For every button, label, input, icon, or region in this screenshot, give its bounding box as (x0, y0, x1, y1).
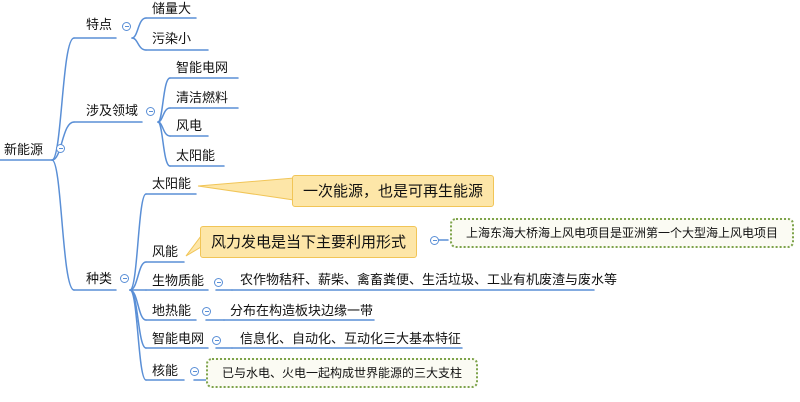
collapse-toggle-wind-callout[interactable] (430, 236, 439, 245)
type-geothermal-label[interactable]: 地热能 (152, 304, 192, 319)
collapse-toggle-biomass[interactable] (214, 278, 223, 287)
branch-types-label[interactable]: 种类 (86, 272, 113, 287)
collapse-toggle-geothermal[interactable] (202, 307, 211, 316)
note-wind-project[interactable]: 上海东海大桥海上风电项目是亚洲第一个大型海上风电项目 (450, 218, 795, 248)
field-item-1[interactable]: 智能电网 (176, 61, 229, 76)
field-item-2[interactable]: 清洁燃料 (176, 91, 229, 106)
callout-wind[interactable]: 风力发电是当下主要利用形式 (200, 226, 418, 258)
collapse-toggle-fields[interactable] (146, 107, 155, 116)
branch-features-label[interactable]: 特点 (86, 18, 113, 33)
collapse-toggle-root[interactable] (56, 144, 65, 153)
branch-fields-label[interactable]: 涉及领域 (86, 104, 139, 119)
root-node-label[interactable]: 新能源 (4, 143, 44, 158)
type-wind-label[interactable]: 风能 (152, 245, 179, 260)
type-solar-label[interactable]: 太阳能 (152, 177, 192, 192)
field-item-3[interactable]: 风电 (176, 119, 203, 134)
detail-smartgrid[interactable]: 信息化、自动化、互动化三大基本特征 (240, 332, 462, 347)
callout-solar[interactable]: 一次能源，也是可再生能源 (292, 175, 495, 207)
type-smartgrid-label[interactable]: 智能电网 (152, 332, 205, 347)
collapse-toggle-features[interactable] (122, 22, 131, 31)
feature-item-2[interactable]: 污染小 (152, 32, 192, 47)
collapse-toggle-nuclear[interactable] (190, 367, 199, 376)
collapse-toggle-smartgrid[interactable] (212, 336, 221, 345)
type-nuclear-label[interactable]: 核能 (152, 364, 179, 379)
detail-geothermal[interactable]: 分布在构造板块边缘一带 (230, 304, 374, 319)
callout-pointer-solar (197, 177, 295, 201)
detail-biomass[interactable]: 农作物秸秆、薪柴、禽畜粪便、生活垃圾、工业有机废渣与废水等 (240, 273, 618, 288)
type-biomass-label[interactable]: 生物质能 (152, 274, 205, 289)
collapse-toggle-types[interactable] (120, 274, 129, 283)
field-item-4[interactable]: 太阳能 (176, 149, 216, 164)
feature-item-1[interactable]: 储量大 (152, 2, 192, 17)
note-nuclear[interactable]: 已与水电、火电一起构成世界能源的三大支柱 (206, 358, 479, 388)
